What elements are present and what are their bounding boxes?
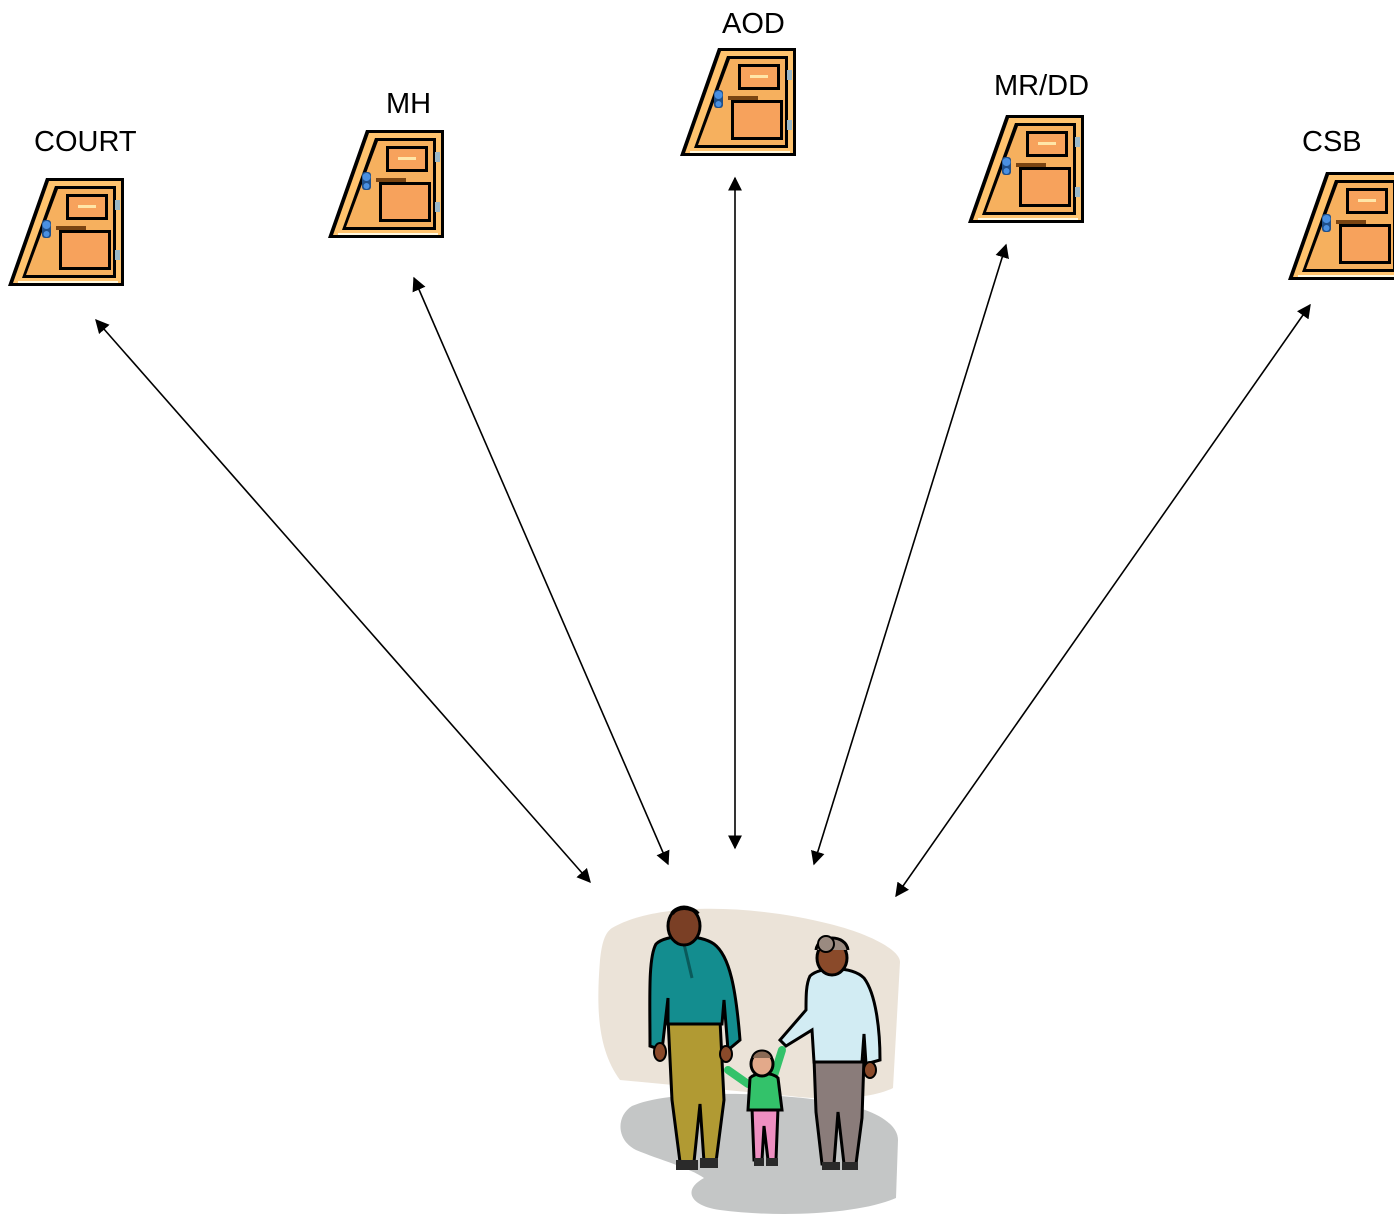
arrow-court bbox=[95, 318, 591, 884]
arrow-mh bbox=[412, 276, 670, 866]
door-icon-csb bbox=[1287, 171, 1394, 281]
door-icon-aod bbox=[679, 47, 797, 157]
arrow-csb bbox=[895, 303, 1311, 898]
door-label-court: COURT bbox=[34, 126, 137, 158]
door-label-mrdd: MR/DD bbox=[994, 70, 1090, 102]
arrow-mrdd bbox=[811, 243, 1009, 866]
door-label-mh: MH bbox=[386, 88, 432, 120]
man-figure bbox=[648, 905, 742, 1170]
door-icon-court bbox=[7, 177, 125, 287]
door-icon-mh bbox=[327, 129, 445, 239]
child-figure bbox=[724, 1046, 786, 1166]
door-icon-mrdd bbox=[967, 114, 1085, 224]
woman-figure bbox=[777, 935, 882, 1170]
door-label-csb: CSB bbox=[1302, 126, 1362, 158]
door-label-aod: AOD bbox=[722, 8, 785, 40]
